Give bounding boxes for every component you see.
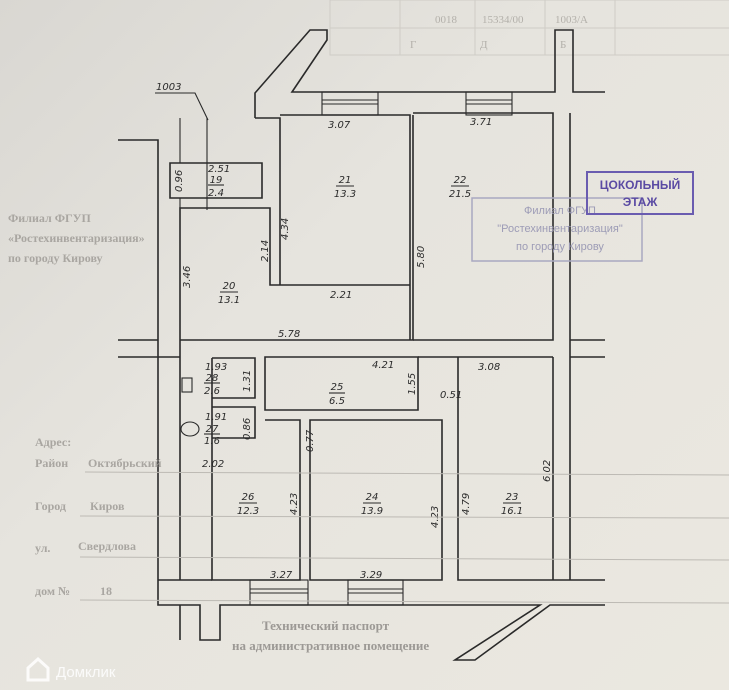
label: 22 (454, 175, 467, 186)
label: 2.02 (202, 459, 224, 470)
label: Октябрьский (88, 456, 162, 470)
label: 4.21 (372, 360, 394, 371)
label: 2.21 (330, 290, 352, 301)
label: 1.91 (205, 412, 227, 423)
faint-stamp-line: по городу Кирову (8, 251, 103, 265)
label: 4.34 (280, 218, 291, 240)
plan-reference: 1003 (156, 82, 181, 93)
label: "Ростехинвентаризация" (497, 223, 623, 235)
label: 21 (339, 175, 352, 186)
label: 16.1 (501, 506, 523, 517)
table-cell: 1003/A (555, 14, 588, 26)
faint-stamp-line: Филиал ФГУП (8, 211, 91, 225)
label: 28 (206, 373, 219, 384)
label: Адрес: (35, 435, 71, 449)
room-23: 23 16.1 (501, 492, 523, 517)
house-logo-icon (26, 656, 50, 682)
faint-stamp-left: Филиал ФГУП «Ростехинвентаризация» по го… (8, 211, 145, 265)
label: ЦОКОЛЬНЫЙ (600, 177, 681, 192)
room-26: 26 12.3 (237, 492, 259, 517)
label: 2.6 (204, 386, 220, 397)
label: 3.71 (470, 117, 492, 128)
label: 0.77 (305, 429, 316, 452)
walls (118, 29, 605, 661)
label: 0.86 (242, 418, 253, 440)
label: 3.07 (328, 120, 351, 131)
label: 1.55 (407, 373, 418, 395)
label: 3.29 (360, 570, 382, 581)
label: 1.31 (242, 370, 253, 392)
label: 1.93 (205, 362, 227, 373)
label: 2.14 (260, 240, 271, 262)
label: 21.5 (449, 189, 471, 200)
sink-icon (181, 377, 193, 393)
table-cell: Б (560, 39, 566, 51)
label: 27 (206, 424, 219, 435)
label: 26 (242, 492, 255, 503)
label: 24 (366, 492, 379, 503)
label: 23 (506, 492, 519, 503)
label: 6.5 (329, 396, 345, 407)
room-28: 282.6 (204, 373, 220, 397)
label: Город (35, 499, 66, 513)
room-27: 271.6 (204, 424, 220, 447)
label: 3.27 (270, 570, 293, 581)
label: 3.08 (478, 362, 500, 373)
label: 18 (100, 584, 112, 598)
label: ЭТАЖ (623, 195, 658, 209)
label: 6.02 (542, 460, 553, 482)
domclick-watermark: Домклик (26, 656, 116, 682)
document-title: Технический паспорт на административное … (232, 618, 429, 653)
document-title-line: Технический паспорт (262, 618, 390, 633)
label: 13.3 (334, 189, 356, 200)
room-22: 22 21.5 (449, 175, 471, 200)
label: 4.79 (461, 493, 472, 515)
background-table (329, 0, 729, 56)
room-19: 192.4 (208, 175, 224, 199)
label: 20 (223, 281, 236, 292)
label: Район (35, 456, 68, 470)
label: 0.51 (440, 390, 462, 401)
label: ул. (35, 541, 50, 555)
label: Свердлова (78, 539, 136, 553)
label: 2.51 (208, 164, 230, 175)
label: 5.80 (416, 246, 427, 268)
table-cell: Д (480, 39, 488, 51)
label: 12.3 (237, 506, 259, 517)
label: 13.9 (361, 506, 383, 517)
dimension-labels: 3.07 3.71 2.51 0.96 4.34 2.14 3.46 2.21 … (174, 117, 553, 581)
label: 13.1 (218, 295, 240, 306)
room-20: 20 13.1 (218, 281, 240, 306)
label: 4.23 (289, 493, 300, 515)
label: дом № (35, 584, 70, 598)
label: 2.4 (208, 188, 224, 199)
room-24: 24 13.9 (361, 492, 383, 517)
label: 0.96 (174, 170, 185, 192)
label: 19 (210, 175, 223, 186)
label: 5.78 (278, 329, 300, 340)
label: 3.46 (182, 266, 193, 288)
label: по городу Кирову (516, 241, 604, 253)
stamp-basement-floor: ЦОКОЛЬНЫЙ ЭТАЖ (586, 171, 694, 215)
watermark-text: Домклик (56, 664, 116, 681)
faint-stamp-line: «Ростехинвентаризация» (8, 231, 145, 245)
table-cell: 0018 (435, 14, 458, 26)
document-title-line: на административное помещение (232, 638, 429, 653)
address-block: Адрес: Район Октябрьский Город Киров ул.… (35, 435, 729, 604)
toilet-icon (180, 421, 200, 437)
room-25: 256.5 (329, 382, 345, 407)
label: Киров (90, 499, 125, 513)
label: 25 (331, 382, 344, 393)
stamp-rostekhinventarizatsiya: Филиал ФГУП "Ростехинвентаризация" по го… (471, 197, 643, 262)
room-21: 21 13.3 (334, 175, 356, 200)
label: Филиал ФГУП (524, 205, 596, 217)
table-cell: 15334/00 (482, 14, 524, 26)
label: 1.6 (204, 436, 220, 447)
table-cell: Г (410, 39, 416, 51)
